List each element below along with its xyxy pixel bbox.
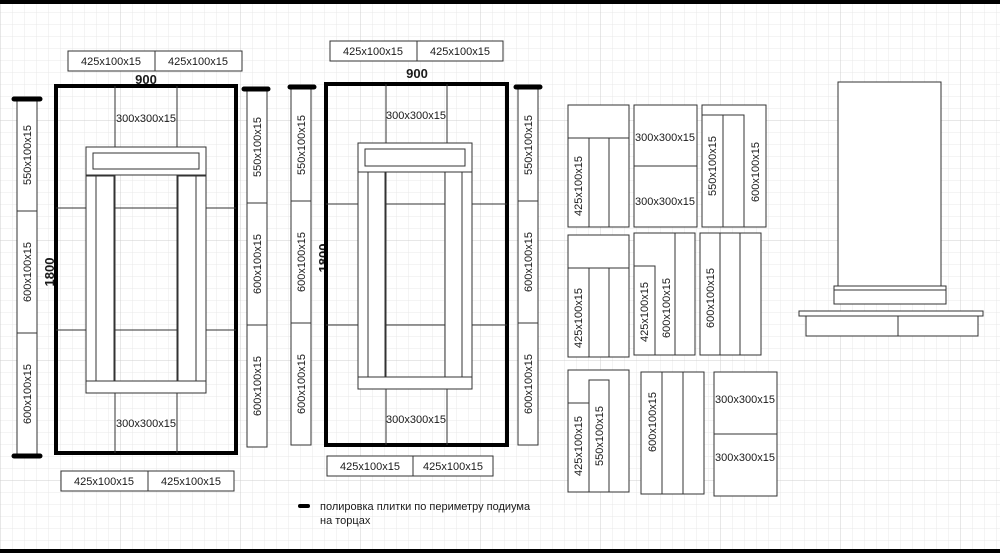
left-strip-label-1: 550x100x15: [22, 125, 34, 185]
group-4-label: 425x100x15: [573, 288, 585, 348]
group-2-label-top: 300x300x15: [635, 132, 695, 144]
mid-right-strip-label-1: 550x100x15: [523, 115, 535, 175]
mid-top-tile-2: [416, 40, 504, 62]
left-width-dimension: 900: [135, 72, 157, 87]
left-right-strip-tile-3: [246, 324, 268, 448]
group-7-label-1: 425x100x15: [573, 416, 585, 476]
elevation-step: [833, 285, 947, 305]
left-height-dimension: 1800: [42, 258, 57, 287]
group-3: [701, 104, 767, 228]
mid-height-dimension: 1800: [316, 244, 331, 273]
mid-center-top-label: 300x300x15: [386, 110, 446, 122]
left-bottom-tile-2: [147, 470, 235, 492]
mid-left-strip-tile-3: [290, 322, 312, 446]
left-strip-label-3: 600x100x15: [22, 364, 34, 424]
mid-right-strip-label-2: 600x100x15: [523, 232, 535, 292]
left-podium-head: [85, 146, 207, 176]
left-strip-label-2: 600x100x15: [22, 242, 34, 302]
left-right-strip-label-3: 600x100x15: [252, 356, 264, 416]
left-center-top-label: 300x300x15: [116, 113, 176, 125]
group-7: [567, 369, 630, 493]
left-bottom-label-1: 425x100x15: [74, 476, 134, 488]
elevation-plinth-left: [805, 315, 899, 337]
mid-center-bottom-label: 300x300x15: [386, 414, 446, 426]
elevation-plinth-top: [798, 310, 984, 317]
legend: полировка плитки по периметру подиума на…: [298, 501, 531, 527]
bottom-border: [0, 549, 1000, 553]
mid-top-label-2: 425x100x15: [430, 46, 490, 58]
legend-line-1: полировка плитки по периметру подиума: [320, 501, 531, 513]
left-podium-base: [85, 380, 207, 394]
mid-bottom-label-1: 425x100x15: [340, 461, 400, 473]
mid-bottom-label-2: 425x100x15: [423, 461, 483, 473]
left-center-bottom-label: 300x300x15: [116, 418, 176, 430]
left-top-label-1: 425x100x15: [81, 56, 141, 68]
group-1-label: 425x100x15: [573, 156, 585, 216]
legend-line-2: на торцах: [320, 515, 371, 527]
mid-left-strip-label-3: 600x100x15: [296, 354, 308, 414]
mid-top-label-1: 425x100x15: [343, 46, 403, 58]
mid-bottom-tile-2: [412, 455, 494, 477]
elevation-panel: [837, 81, 942, 287]
left-main-frame: [54, 84, 238, 455]
left-plan: 425x100x15 425x100x15 900 550x100x15 600…: [11, 50, 271, 492]
mid-podium-rail-left: [357, 171, 369, 378]
left-right-strip-label-2: 600x100x15: [252, 234, 264, 294]
left-right-strip-label-1: 550x100x15: [252, 117, 264, 177]
left-bottom-label-2: 425x100x15: [161, 476, 221, 488]
left-top-label-2: 425x100x15: [168, 56, 228, 68]
group-5-label-1: 425x100x15: [639, 282, 651, 342]
tile-groups: 425x100x15 300x300x15 300x300x15 550x100…: [567, 104, 778, 497]
mid-main-frame: [324, 82, 509, 447]
mid-podium-base: [357, 376, 473, 390]
group-9-label-bottom: 300x300x15: [715, 452, 775, 464]
group-9-label-top: 300x300x15: [715, 394, 775, 406]
group-8-label: 600x100x15: [647, 392, 659, 452]
left-top-tile-2: [154, 50, 243, 72]
group-7-label-2: 550x100x15: [594, 406, 606, 466]
middle-plan: 425x100x15 425x100x15 900 550x100x15 600…: [287, 40, 543, 477]
elevation-view: [798, 81, 984, 337]
mid-left-strip-label-2: 600x100x15: [296, 232, 308, 292]
group-3-label-1: 550x100x15: [707, 136, 719, 196]
mid-left-strip-label-1: 550x100x15: [296, 115, 308, 175]
group-5-label-2: 600x100x15: [661, 278, 673, 338]
top-border: [0, 0, 1000, 4]
left-podium-rail-right: [195, 175, 207, 382]
group-6-label: 600x100x15: [705, 268, 717, 328]
group-3-label-2: 600x100x15: [750, 142, 762, 202]
mid-right-strip-tile-3: [517, 322, 539, 446]
mid-podium-rail-right: [461, 171, 473, 378]
mid-right-strip-label-3: 600x100x15: [523, 354, 535, 414]
group-8: [640, 371, 705, 495]
left-podium-rail-left: [85, 175, 97, 382]
group-2-label-bottom: 300x300x15: [635, 196, 695, 208]
group-6: [699, 232, 762, 356]
elevation-plinth-right: [897, 315, 979, 337]
mid-width-dimension: 900: [406, 66, 428, 81]
mid-podium-head: [357, 142, 473, 173]
